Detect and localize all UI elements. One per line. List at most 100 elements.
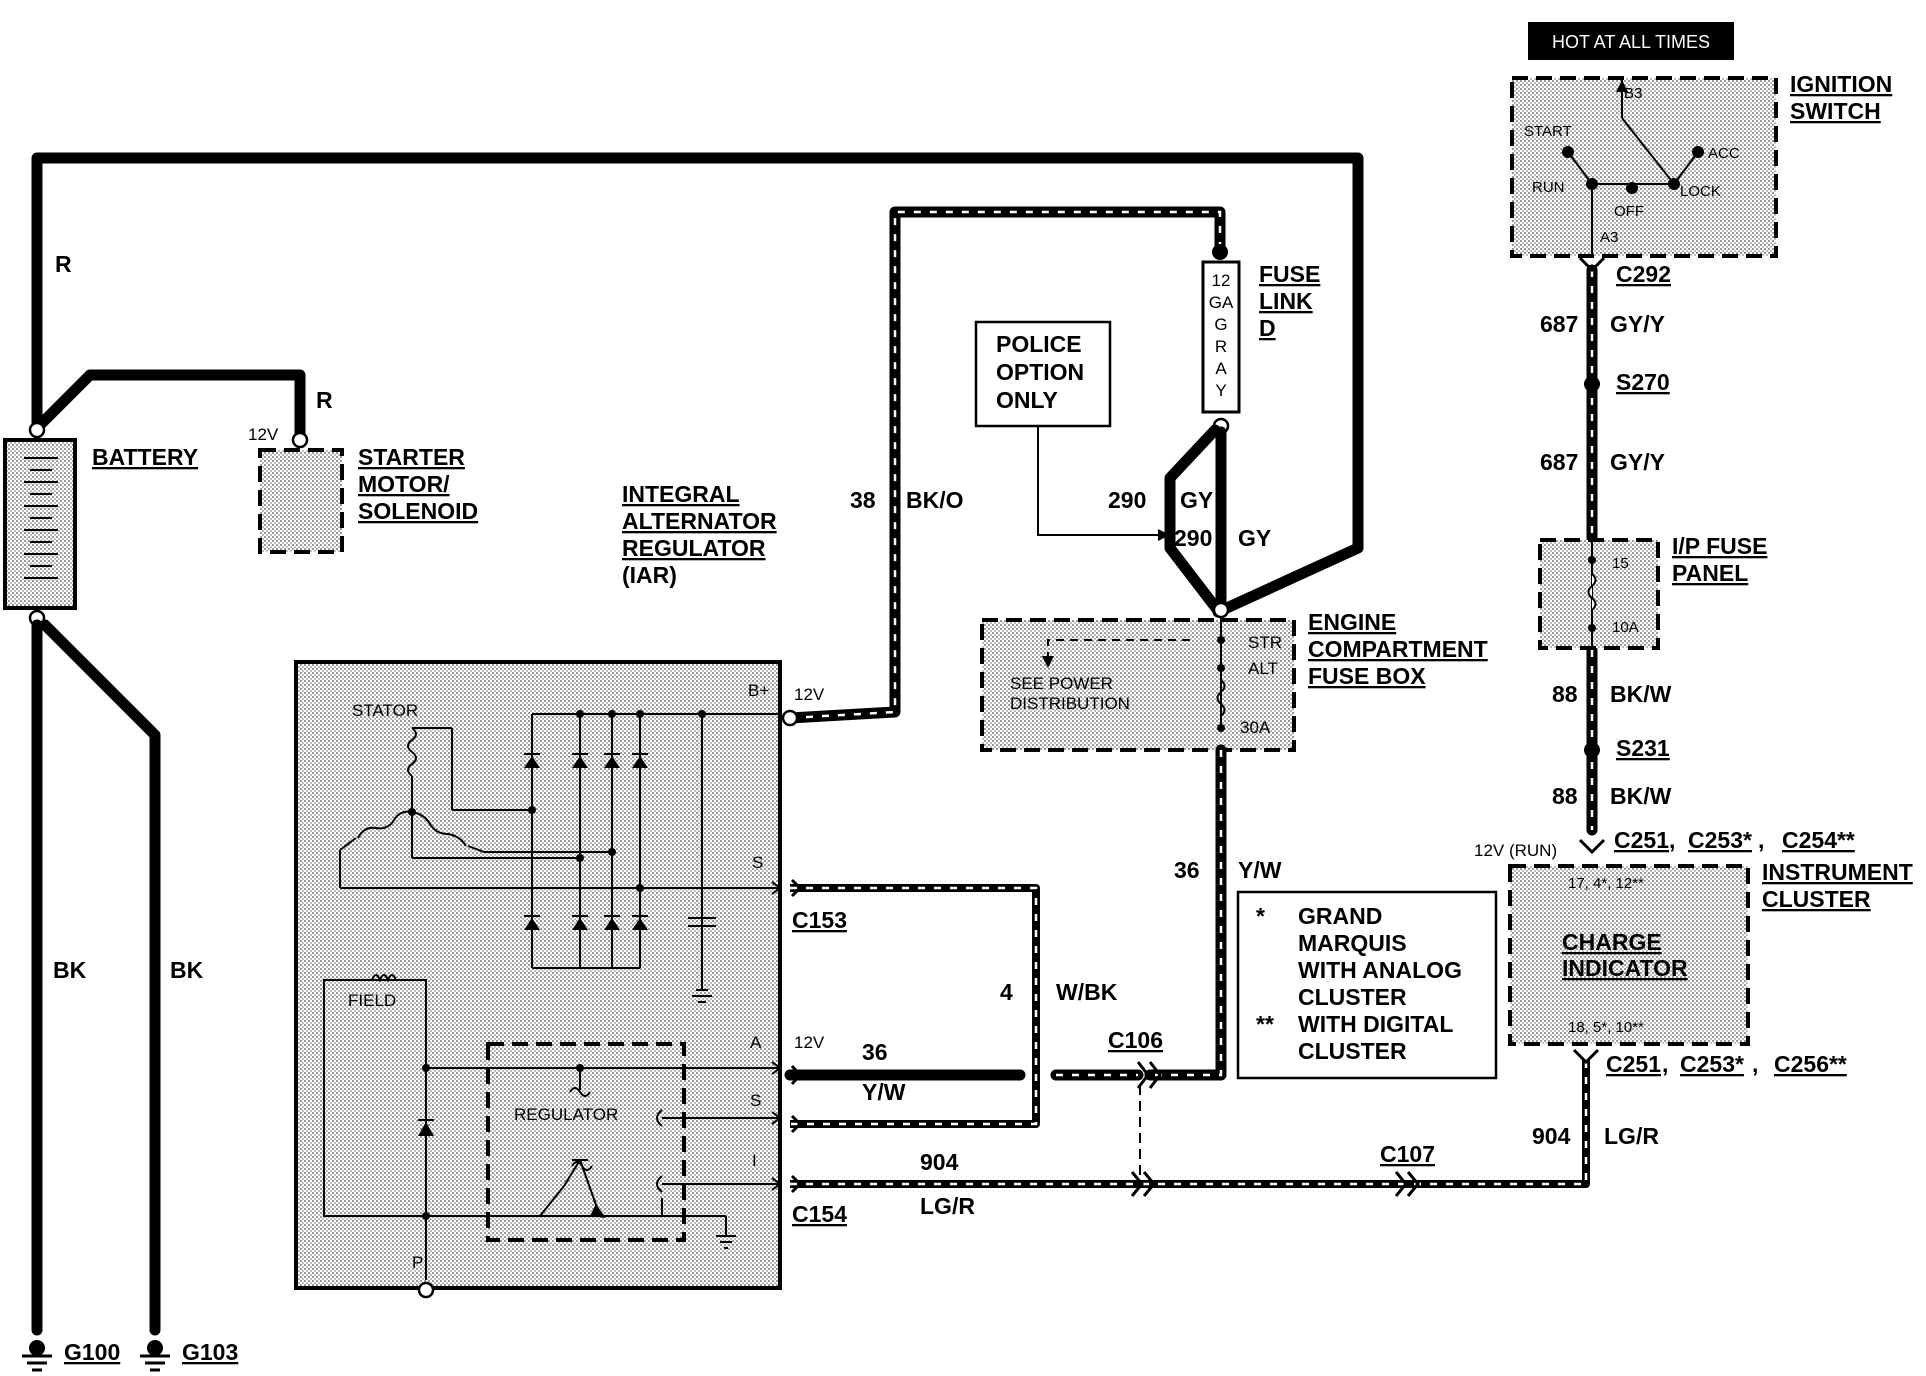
legend-text-4: CLUSTER: [1298, 984, 1407, 1010]
wire-687b-number: 687: [1540, 449, 1578, 475]
iar-line-1: INTEGRAL: [622, 481, 740, 507]
legend-box: * GRAND MARQUIS WITH ANALOG CLUSTER ** W…: [1236, 890, 1498, 1080]
battery-circuit: BATTERY R R BK BK: [3, 152, 1364, 1336]
wire-38: 38 BK/O: [784, 206, 1226, 724]
s-terminal-2-label: S: [750, 1091, 761, 1110]
wire-bk-right-label: BK: [170, 957, 204, 983]
sep-4: ,: [1752, 1051, 1758, 1077]
ign-a3: A3: [1600, 229, 1618, 246]
legend-star-1: *: [1256, 903, 1265, 929]
pins-bottom-label: 18, 5*, 10**: [1568, 1019, 1644, 1036]
b-plus-label: B+: [748, 681, 769, 700]
battery-symbol: [3, 438, 77, 610]
fuse-alt-label: ALT: [1248, 659, 1278, 678]
police-option: POLICE OPTION ONLY: [974, 320, 1170, 541]
fuse-str-label: STR: [1248, 633, 1282, 652]
stator-label: STATOR: [352, 701, 418, 720]
fuse-link-text-6: Y: [1215, 381, 1226, 400]
iar-line-2: ALTERNATOR: [622, 508, 777, 534]
legend-text-2: MARQUIS: [1298, 930, 1407, 956]
instrument-title-2: CLUSTER: [1762, 886, 1871, 912]
wire-a36-number: 36: [862, 1039, 888, 1065]
b-plus-terminal: [781, 709, 799, 727]
regulator-label: REGULATOR: [514, 1105, 618, 1124]
ground-g103: G103: [140, 1339, 238, 1372]
wire-a904-number: 904: [920, 1149, 959, 1175]
ip-fuse-title-2: PANEL: [1672, 560, 1748, 586]
connector-c253-bottom: C253*: [1680, 1051, 1744, 1077]
starter-voltage: 12V: [248, 425, 279, 444]
rectifier-diodes: [408, 710, 706, 930]
engine-fuse-title-1: ENGINE: [1308, 609, 1396, 635]
ground-g100-label: G100: [64, 1339, 120, 1365]
connector-c153: C153: [792, 907, 847, 933]
engine-fuse-box: SEE POWER DISTRIBUTION STR ALT 30A ENGIN…: [980, 601, 1488, 752]
connector-c292: C292: [1616, 261, 1671, 287]
police-line-1: POLICE: [996, 331, 1082, 357]
regulator-box: [486, 1042, 686, 1242]
wire-4-number: 4: [1000, 979, 1013, 1005]
see-power-line-1: SEE POWER: [1010, 674, 1113, 693]
fuse-link-title-2: LINK: [1259, 288, 1313, 314]
wire-r-main: [31, 152, 1364, 618]
b-plus-voltage: 12V: [794, 685, 825, 704]
wire-904-color: LG/R: [1604, 1123, 1659, 1149]
splice-s270: S270: [1616, 369, 1670, 395]
wire-36-color: Y/W: [1238, 857, 1282, 883]
pins-top-label: 17, 4*, 12**: [1568, 875, 1644, 892]
wire-88a-color: BK/W: [1610, 681, 1672, 707]
starter-label-2: MOTOR/: [358, 471, 450, 497]
field-regulator-circuit: [323, 974, 780, 1280]
wire-687-88-column: C292 687 GY/Y S270 687 GY/Y 88 BK/W S231…: [1540, 256, 1672, 855]
sep-1: ,: [1669, 827, 1675, 853]
run-12v-label: 12V (RUN): [1474, 841, 1557, 860]
ip-fuse-panel: 15 10A I/P FUSE PANEL: [1538, 533, 1767, 650]
fuse-10a-label: 10A: [1612, 619, 1639, 636]
battery-label: BATTERY: [92, 444, 198, 470]
police-line-2: OPTION: [996, 359, 1084, 385]
connector-c253-top: C253*: [1688, 827, 1752, 853]
iar-line-3: REGULATOR: [622, 535, 766, 561]
wire-687a-color: GY/Y: [1610, 311, 1665, 337]
wire-290a-number: 290: [1108, 487, 1146, 513]
wire-88a-number: 88: [1552, 681, 1578, 707]
starter-label-3: SOLENOID: [358, 498, 478, 524]
ignition-switch: B3 START ACC RUN OFF LOCK A3 IGNITION SW…: [1510, 71, 1892, 258]
legend-text-6: CLUSTER: [1298, 1038, 1407, 1064]
wire-88b-color: BK/W: [1610, 783, 1672, 809]
fuse-link-text-2: GA: [1209, 293, 1234, 312]
iar-heading: INTEGRAL ALTERNATOR REGULATOR (IAR): [622, 481, 777, 588]
connector-c154: C154: [792, 1201, 847, 1227]
p-terminal: [417, 1281, 435, 1299]
a-terminal-voltage: 12V: [794, 1033, 825, 1052]
wire-r-starter: [31, 369, 306, 444]
connector-c256-bottom: C256**: [1774, 1051, 1847, 1077]
connector-c107: C107: [1380, 1141, 1435, 1167]
connector-c251-bottom: C251: [1606, 1051, 1661, 1077]
ignition-title-1: IGNITION: [1790, 71, 1892, 97]
hot-at-all-times-banner: HOT AT ALL TIMES: [1528, 22, 1734, 60]
wire-290: 290 GY 290 GY: [1108, 424, 1271, 614]
a-terminal-label: A: [750, 1033, 762, 1052]
fuse-15-label: 15: [1612, 555, 1629, 572]
ign-start: START: [1524, 123, 1572, 140]
fuse-link-text-5: A: [1215, 359, 1227, 378]
ign-acc: ACC: [1708, 145, 1740, 162]
instrument-title-1: INSTRUMENT: [1762, 859, 1913, 885]
wire-36: 36 Y/W C106: [1108, 744, 1282, 1180]
wire-687a-number: 687: [1540, 311, 1578, 337]
fuse-link-title-3: D: [1259, 315, 1276, 341]
wire-88b-number: 88: [1552, 783, 1578, 809]
ground-g103-label: G103: [182, 1339, 238, 1365]
wire-290b-color: GY: [1238, 525, 1271, 551]
wire-290a-color: GY: [1180, 487, 1213, 513]
starter-label-1: STARTER: [358, 444, 465, 470]
legend-star-2: **: [1256, 1011, 1274, 1037]
ign-off: OFF: [1614, 203, 1644, 220]
battery-positive-terminal: [28, 421, 46, 439]
wire-38-color: BK/O: [906, 487, 964, 513]
legend-text-1: GRAND: [1298, 903, 1382, 929]
hot-at-all-times-label: HOT AT ALL TIMES: [1552, 32, 1710, 52]
instrument-cluster: 12V (RUN) C251 C253* C254** , , 17, 4*, …: [1474, 827, 1913, 1149]
